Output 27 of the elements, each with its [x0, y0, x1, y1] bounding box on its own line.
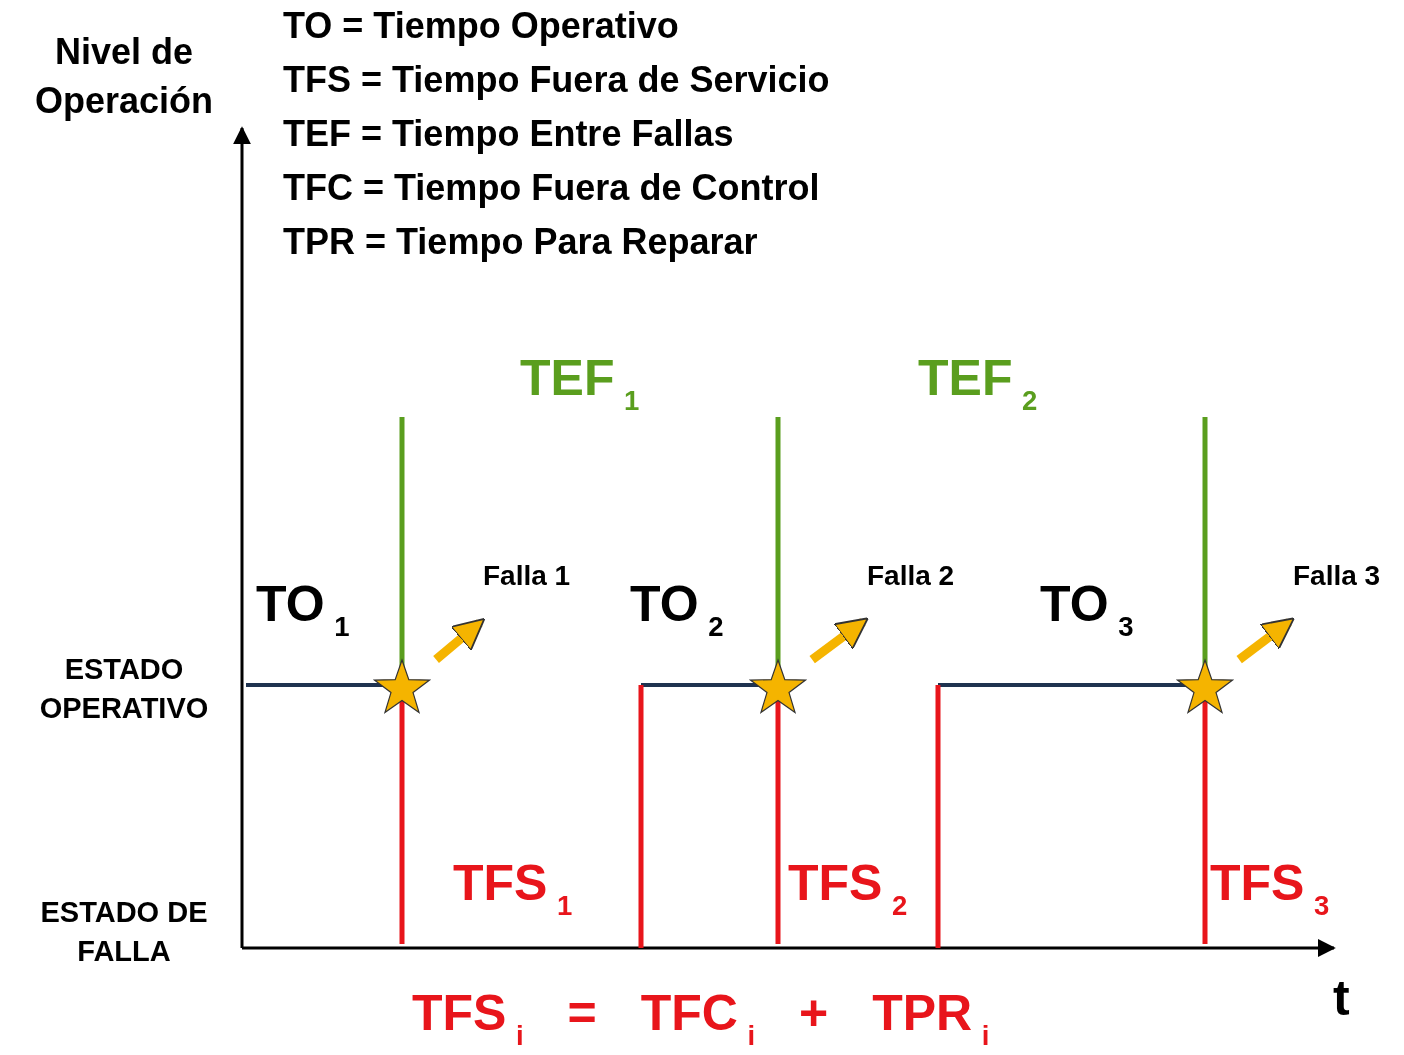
interval-label: TEF$_{2}$ [918, 350, 1038, 417]
definition-text: TFC = Tiempo Fuera de Control [283, 167, 820, 209]
axis-label: t [1333, 970, 1350, 1028]
star-icon [1176, 656, 1234, 714]
failure-label: Falla 1 [483, 560, 593, 610]
interval-label: TO$_{1}$ [256, 576, 350, 643]
interval-label: TEF$_{1}$ [520, 350, 640, 417]
interval-label: TO$_{3}$ [1040, 576, 1134, 643]
definition-text: TPR = Tiempo Para Reparar [283, 221, 758, 263]
arrow [809, 617, 869, 664]
state-label: ESTADO DE FALLA [39, 895, 209, 970]
definition-text: TO = Tiempo Operativo [283, 5, 679, 47]
star-icon [749, 656, 807, 714]
interval-label: TFS$_{1}$ [453, 855, 573, 922]
failure-label: Falla 2 [867, 560, 977, 610]
star-icon [373, 656, 431, 714]
definition-text: TFS = Tiempo Fuera de Servicio [283, 59, 830, 101]
arrow [1236, 617, 1295, 664]
failure-label: Falla 3 [1293, 560, 1403, 610]
arrow [433, 618, 486, 663]
definition-text: TEF = Tiempo Entre Fallas [283, 113, 734, 155]
state-label: ESTADO OPERATIVO [38, 652, 210, 727]
interval-label: TFS$_{2}$ [788, 855, 908, 922]
interval-label: TFS$_{3}$ [1210, 855, 1330, 922]
axis-title: Nivel de Operación [33, 30, 215, 123]
formula-text: TFS$_{i}$ = TFC$_{i}$ + TPR$_{i}$ [412, 985, 990, 1052]
interval-label: TO$_{2}$ [630, 576, 724, 643]
